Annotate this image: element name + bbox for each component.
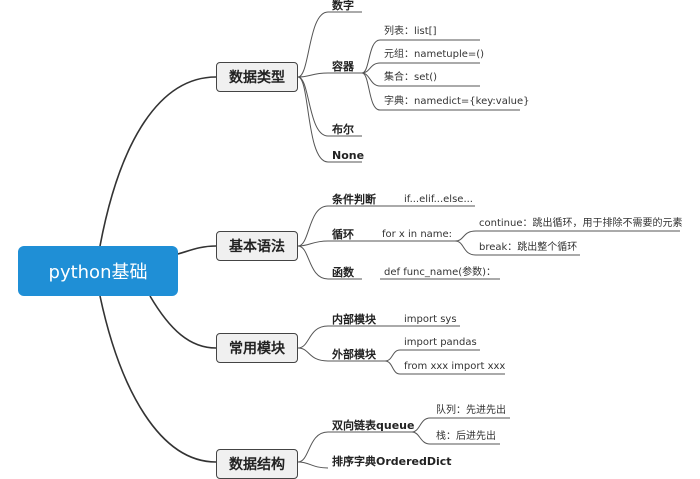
node-import-pandas[interactable]: import pandas	[404, 337, 477, 348]
node-dict[interactable]: 字典：namedict={key:value}	[384, 96, 530, 107]
node-deque[interactable]: 双向链表queue	[332, 419, 415, 432]
node-function-value[interactable]: def func_name(参数)：	[384, 267, 497, 278]
node-internal-value[interactable]: import sys	[404, 314, 457, 325]
node-tuple[interactable]: 元组：nametuple=()	[384, 49, 485, 60]
edge-root-data-types	[99, 76, 217, 247]
node-set[interactable]: 集合：set()	[384, 72, 438, 83]
node-list[interactable]: 列表：list[]	[384, 26, 437, 37]
node-container[interactable]: 容器	[332, 60, 354, 73]
node-external-module[interactable]: 外部模块	[332, 348, 376, 361]
category-common-modules[interactable]: 常用模块	[216, 333, 298, 363]
node-condition-value[interactable]: if...elif...else...	[404, 194, 473, 205]
node-break[interactable]: break：跳出整个循环	[479, 242, 578, 253]
node-loop-value[interactable]: for x in name:	[382, 229, 453, 240]
root-node[interactable]: python基础	[18, 246, 178, 296]
node-stack[interactable]: 栈：后进先出	[436, 431, 496, 442]
node-continue[interactable]: continue：跳出循环，用于排除不需要的元素	[479, 218, 683, 229]
node-ordered-dict[interactable]: 排序字典OrderedDict	[332, 455, 452, 468]
node-loop[interactable]: 循环	[332, 228, 354, 241]
category-basic-syntax[interactable]: 基本语法	[216, 231, 298, 261]
edge-root-structures	[99, 295, 217, 463]
node-from-import[interactable]: from xxx import xxx	[404, 361, 506, 372]
node-condition[interactable]: 条件判断	[332, 193, 376, 206]
node-bool[interactable]: 布尔	[332, 123, 354, 136]
category-data-types[interactable]: 数据类型	[216, 62, 298, 92]
node-none[interactable]: None	[332, 149, 365, 162]
node-function[interactable]: 函数	[332, 266, 354, 279]
node-number[interactable]: 数字	[332, 0, 354, 12]
category-data-structures[interactable]: 数据结构	[216, 449, 298, 479]
node-queue[interactable]: 队列：先进先出	[436, 405, 506, 416]
edge-root-modules	[149, 295, 217, 349]
node-internal-module[interactable]: 内部模块	[332, 313, 376, 326]
